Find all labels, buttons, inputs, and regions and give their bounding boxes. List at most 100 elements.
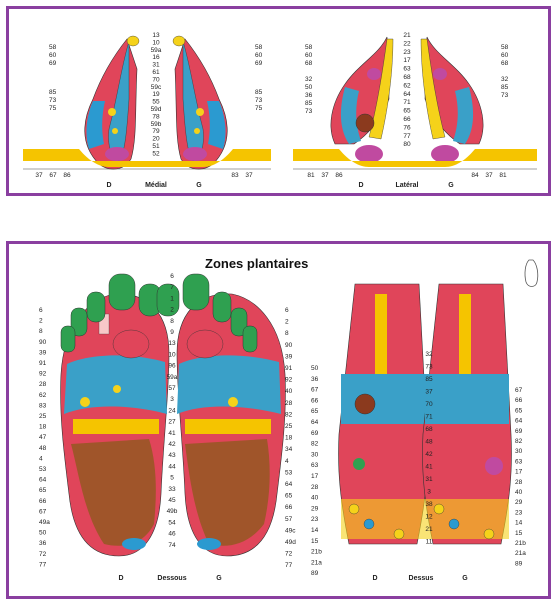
lateral-left-label: 68 — [305, 60, 313, 67]
bottom-title: Zones plantaires — [205, 256, 308, 271]
dorsal-right-label: 69 — [515, 428, 523, 435]
plantar-left-label: 65 — [39, 487, 47, 494]
plantar-left-label: 50 — [39, 530, 47, 537]
plantar-center-label: 33 — [168, 486, 176, 493]
dorsal-left-label: 15 — [311, 538, 319, 545]
dorsal-center-label: 12 — [425, 514, 433, 521]
bottom-panel: Zones plantaires — [6, 241, 551, 599]
lateral-left-label: 85 — [305, 100, 313, 107]
plantar-caption-d: D — [118, 575, 123, 582]
dorsal-right-label: 40 — [515, 489, 523, 496]
plantar-center-label: 8 — [170, 318, 174, 325]
plantar-toes-right — [156, 273, 258, 353]
plantar-right-label: 49c — [285, 527, 296, 534]
lateral-left-label: 58 — [305, 44, 313, 51]
medial-center-label: 70 — [152, 76, 160, 83]
lateral-bottom-label: 84 — [471, 172, 479, 179]
medial-left-label: 60 — [49, 52, 57, 59]
dorsal-right-label: 82 — [515, 438, 523, 445]
dorsal-caption-d: D — [372, 575, 377, 582]
medial-center-label: 59d — [151, 106, 162, 113]
plantar-center-label: 43 — [168, 452, 176, 459]
plantar-right-label: 25 — [285, 423, 293, 430]
plantar-right-label: 40 — [285, 388, 293, 395]
lateral-left-label: 36 — [305, 92, 313, 99]
plantar-left-label: 48 — [39, 445, 47, 452]
medial-right-label: 69 — [255, 60, 263, 67]
medial-right-label: 60 — [255, 52, 263, 59]
medial-center-label: 59a — [151, 47, 162, 54]
plantar-right-label: 18 — [285, 435, 293, 442]
plantar-right-label: 91 — [285, 365, 293, 372]
dorsal-right-label: 66 — [515, 397, 523, 404]
plantar-right-label: 90 — [285, 342, 293, 349]
top-foot-diagrams: 131059a1631617059c195559d7859b7920515258… — [23, 32, 537, 189]
medial-left-label: 73 — [49, 97, 57, 104]
lateral-caption-d: D — [358, 182, 363, 189]
plantar-left-label: 64 — [39, 477, 47, 484]
lateral-center-label: 63 — [403, 66, 411, 73]
plantar-center-label: 46 — [168, 531, 176, 538]
medial-center-label: 52 — [152, 150, 160, 157]
plantar-foot-right — [176, 293, 286, 557]
lateral-bottom-label: 37 — [485, 172, 493, 179]
plantar-left-label: 67 — [39, 508, 47, 515]
medial-foot-left — [84, 35, 140, 170]
lateral-center-label: 62 — [403, 82, 411, 89]
plantar-left-label: 47 — [39, 434, 47, 441]
lateral-center-label: 68 — [403, 74, 411, 81]
medial-foot-right — [172, 35, 228, 170]
plantar-right-label: 92 — [285, 377, 293, 384]
dorsal-center-label: 3 — [427, 489, 431, 496]
plantar-left-label: 53 — [39, 466, 47, 473]
plantar-left-label: 72 — [39, 551, 47, 558]
plantar-center-label: 5 — [170, 475, 174, 482]
dorsal-left-label: 14 — [311, 527, 319, 534]
medial-left-label: 85 — [49, 89, 57, 96]
plantar-left-label: 39 — [39, 349, 47, 356]
medial-left-label: 58 — [49, 44, 57, 51]
plantar-right-label: 65 — [285, 493, 293, 500]
plantar-right-label: 66 — [285, 504, 293, 511]
dorsal-left-label: 82 — [311, 441, 319, 448]
plantar-center-label: 42 — [168, 441, 176, 448]
lateral-bottom-label: 81 — [307, 172, 315, 179]
plantar-left-label: 2 — [39, 318, 43, 325]
dorsal-left-label: 23 — [311, 516, 319, 523]
medial-bottom-label: 86 — [63, 172, 71, 179]
plantar-right-label: 2 — [285, 319, 289, 326]
dorsal-right-label: 17 — [515, 469, 523, 476]
lateral-foot-right — [420, 36, 484, 163]
medial-bottom-label: 37 — [35, 172, 43, 179]
lateral-left-label: 50 — [305, 84, 313, 91]
plantar-left-label: 25 — [39, 413, 47, 420]
lateral-center-label: 66 — [403, 116, 411, 123]
medial-center-label: 79 — [152, 128, 160, 135]
plantar-right-label: 28 — [285, 400, 293, 407]
medial-caption: Médial — [145, 182, 167, 189]
lateral-center-label: 23 — [403, 49, 411, 56]
dorsal-center-label: 41 — [425, 464, 433, 471]
plantar-foot-left — [60, 293, 170, 557]
dorsal-center-label: 31 — [425, 476, 433, 483]
medial-right-label: 58 — [255, 44, 263, 51]
dorsal-caption: Dessus — [409, 575, 434, 582]
dorsal-center-label: 68 — [425, 426, 433, 433]
medial-center-label: 59b — [151, 121, 162, 128]
medial-caption-g: G — [196, 182, 202, 189]
dorsal-center-label: 73 — [425, 364, 433, 371]
dorsal-center-label: 11 — [426, 539, 433, 546]
dorsal-left-label: 67 — [311, 387, 319, 394]
lateral-right-label: 32 — [501, 76, 509, 83]
dorsal-left-label: 17 — [311, 473, 319, 480]
dorsal-right-label: 65 — [515, 407, 523, 414]
plantar-right-label: 34 — [285, 446, 293, 453]
medial-center-label: 31 — [152, 62, 160, 69]
dorsal-right-label: 30 — [515, 448, 523, 455]
lateral-left-label: 60 — [305, 52, 313, 59]
lateral-center-label: 76 — [403, 124, 411, 131]
plantar-left-label: 91 — [39, 360, 47, 367]
dorsal-right-label: 14 — [515, 520, 523, 527]
dorsal-left-label: 30 — [311, 451, 319, 458]
plantar-right-label: 64 — [285, 481, 293, 488]
